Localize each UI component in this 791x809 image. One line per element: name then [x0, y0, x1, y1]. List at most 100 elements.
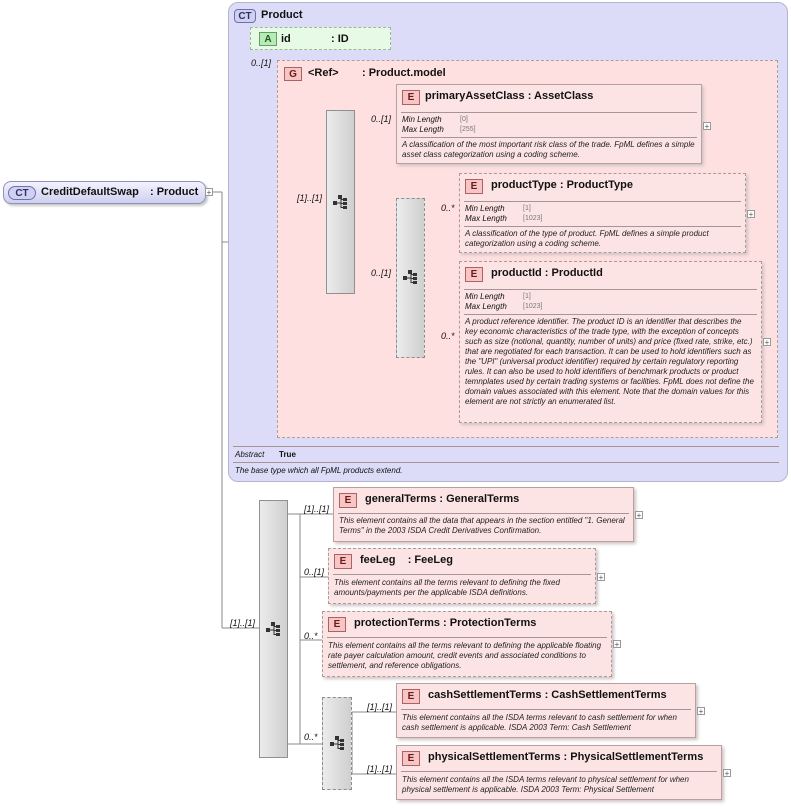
- prop-max-length: Max Length: [465, 302, 507, 311]
- element-icon: E: [402, 90, 420, 105]
- prop-max-length-value: [1023]: [523, 303, 543, 310]
- divider: [401, 771, 717, 772]
- expand-toggle[interactable]: +: [747, 210, 755, 219]
- cardinality-label: 0..*: [441, 331, 455, 341]
- element-description: This element contains all the terms rele…: [334, 578, 560, 597]
- prop-max-length-value: [1023]: [523, 215, 543, 222]
- cardinality-label: 0..[1]: [251, 58, 272, 68]
- element-description: A product reference identifier. The prod…: [465, 317, 754, 406]
- divider: [464, 289, 757, 290]
- element-icon: E: [465, 179, 483, 194]
- choice-icon: [403, 270, 417, 284]
- prop-min-length: Min Length: [465, 204, 505, 213]
- cardinality-label: 0..[1]: [304, 567, 325, 577]
- cardinality-label: [1]..[1]: [367, 702, 393, 712]
- sequence-icon: [333, 195, 347, 209]
- element-physical-settlement-terms[interactable]: E physicalSettlementTerms : PhysicalSett…: [396, 745, 722, 800]
- cardinality-label: [1]..[1]: [304, 504, 330, 514]
- element-icon: E: [334, 554, 352, 569]
- element-description: This element contains all the data that …: [339, 516, 625, 535]
- group-name: <Ref>: [308, 67, 339, 79]
- product-title: Product: [261, 9, 303, 21]
- sequence-icon: [266, 622, 280, 636]
- element-name: generalTerms : GeneralTerms: [365, 493, 520, 505]
- element-icon: E: [328, 617, 346, 632]
- element-description: This element contains all the terms rele…: [328, 641, 602, 670]
- divider: [338, 513, 629, 514]
- product-description: The base type which all FpML products ex…: [235, 466, 403, 475]
- divider: [233, 446, 779, 447]
- abstract-label: Abstract: [235, 450, 265, 459]
- expand-toggle[interactable]: +: [697, 707, 705, 716]
- prop-min-length: Min Length: [465, 292, 505, 301]
- cardinality-label: 0..[1]: [371, 268, 392, 278]
- prop-max-length: Max Length: [402, 125, 444, 134]
- divider: [464, 314, 757, 315]
- expand-toggle[interactable]: +: [597, 573, 605, 582]
- expand-toggle-root[interactable]: +: [205, 188, 213, 197]
- element-description: This element contains all the ISDA terms…: [402, 713, 677, 732]
- prop-min-length-value: [0]: [460, 116, 468, 123]
- complex-type-icon: CT: [8, 186, 36, 200]
- element-cash-settlement-terms[interactable]: E cashSettlementTerms : CashSettlementTe…: [396, 683, 696, 738]
- element-name: cashSettlementTerms : CashSettlementTerm…: [428, 689, 667, 701]
- cardinality-label: 0..*: [441, 203, 455, 213]
- prop-max-length-value: [255]: [460, 126, 476, 133]
- divider: [401, 709, 691, 710]
- element-description: A classification of the most important r…: [402, 140, 695, 159]
- element-icon: E: [465, 267, 483, 282]
- complex-type-icon: CT: [234, 9, 256, 23]
- prop-max-length: Max Length: [465, 214, 507, 223]
- expand-toggle[interactable]: +: [635, 511, 643, 520]
- attribute-id[interactable]: A id : ID: [250, 27, 391, 50]
- element-icon: E: [402, 751, 420, 766]
- cardinality-label: [1]..[1]: [297, 193, 323, 203]
- abstract-value: True: [279, 450, 296, 459]
- element-name: physicalSettlementTerms : PhysicalSettle…: [428, 751, 704, 763]
- expand-toggle[interactable]: +: [703, 122, 711, 131]
- divider: [464, 226, 741, 227]
- prop-min-length: Min Length: [402, 115, 442, 124]
- element-protection-terms[interactable]: E protectionTerms : ProtectionTerms This…: [322, 611, 612, 677]
- element-icon: E: [402, 689, 420, 704]
- divider: [233, 462, 779, 463]
- choice-compositor[interactable]: [322, 697, 352, 790]
- element-general-terms[interactable]: E generalTerms : GeneralTerms This eleme…: [333, 487, 634, 542]
- prop-min-length-value: [1]: [523, 293, 531, 300]
- element-icon: E: [339, 493, 357, 508]
- element-name: primaryAssetClass : AssetClass: [425, 90, 594, 102]
- root-type: : Product: [150, 186, 199, 198]
- attribute-name: id: [281, 33, 291, 45]
- group-icon: G: [284, 67, 302, 81]
- element-product-type[interactable]: E productType : ProductType Min Length […: [459, 173, 746, 253]
- divider: [401, 137, 697, 138]
- cardinality-label: 0..*: [304, 631, 318, 641]
- element-primary-asset-class[interactable]: E primaryAssetClass : AssetClass Min Len…: [396, 84, 702, 164]
- divider: [333, 574, 591, 575]
- element-name: protectionTerms : ProtectionTerms: [354, 617, 537, 629]
- divider: [401, 112, 697, 113]
- divider: [464, 201, 741, 202]
- prop-min-length-value: [1]: [523, 205, 531, 212]
- choice-icon: [330, 736, 344, 750]
- expand-toggle[interactable]: +: [763, 338, 771, 347]
- element-name: feeLeg : FeeLeg: [360, 554, 453, 566]
- cardinality-label: [1]..[1]: [230, 618, 256, 628]
- root-name: CreditDefaultSwap: [41, 186, 139, 198]
- credit-default-swap-node[interactable]: CT CreditDefaultSwap : Product: [3, 181, 206, 204]
- expand-toggle[interactable]: +: [723, 769, 731, 778]
- element-description: This element contains all the ISDA terms…: [402, 775, 689, 794]
- group-type: : Product.model: [362, 67, 446, 79]
- element-name: productId : ProductId: [491, 267, 603, 279]
- cardinality-label: [1]..[1]: [367, 764, 393, 774]
- divider: [327, 637, 607, 638]
- cardinality-label: 0..*: [304, 732, 318, 742]
- element-name: productType : ProductType: [491, 179, 633, 191]
- element-fee-leg[interactable]: E feeLeg : FeeLeg This element contains …: [328, 548, 596, 604]
- cardinality-label: 0..[1]: [371, 114, 392, 124]
- element-description: A classification of the type of product.…: [465, 229, 709, 248]
- attribute-icon: A: [259, 32, 277, 46]
- element-product-id[interactable]: E productId : ProductId Min Length [1] M…: [459, 261, 762, 423]
- expand-toggle[interactable]: +: [613, 640, 621, 649]
- attribute-type: : ID: [331, 33, 349, 45]
